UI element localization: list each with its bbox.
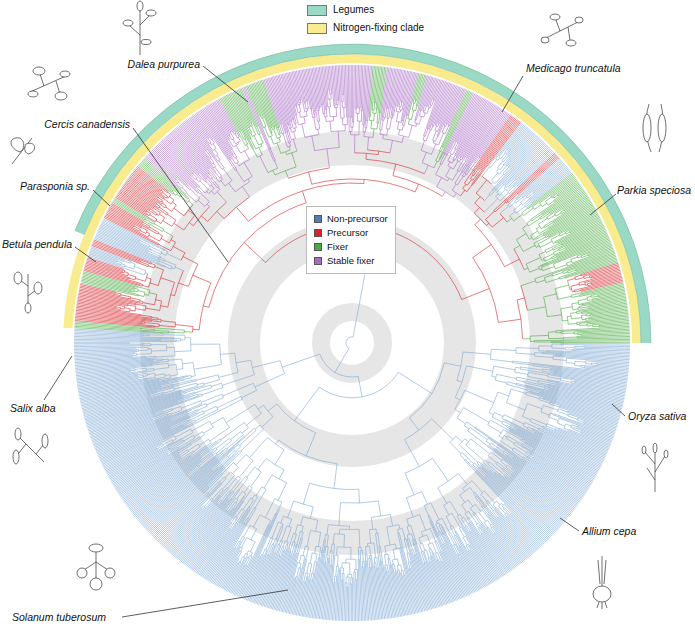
legend-entry: Legumes	[307, 3, 374, 16]
legend-text: Precursor	[327, 227, 368, 238]
species-label: Cercis canadensis	[44, 118, 130, 130]
leader-line	[612, 404, 625, 416]
band-outline	[75, 44, 651, 343]
legend-entry: Nitrogen-fixing clade	[307, 21, 424, 34]
legend-swatch	[307, 5, 327, 16]
species-label: Salix alba	[10, 402, 56, 414]
legend-text: Stable fixer	[327, 255, 375, 266]
tree-branches	[74, 66, 630, 343]
nitrogen-band	[68, 59, 637, 343]
species-label: Dalea purpurea	[128, 58, 200, 70]
legend-text: Nitrogen-fixing clade	[333, 22, 424, 33]
leader-line	[44, 356, 72, 400]
plant-sketch	[643, 104, 666, 152]
plant-sketch	[541, 14, 583, 46]
legend-text: Non-precursor	[327, 213, 388, 224]
leader-line	[75, 247, 96, 262]
legend-text: Legumes	[333, 4, 374, 15]
leader-lines	[44, 66, 625, 617]
plant-sketch	[642, 443, 668, 492]
species-label: Parasponia sp.	[20, 180, 90, 192]
plant-sketch	[123, 1, 156, 55]
legend-swatch	[314, 243, 322, 251]
plant-sketch	[77, 544, 115, 590]
legend-entry: Precursor	[314, 226, 388, 240]
legend-entry: Fixer	[314, 240, 388, 254]
leader-line	[560, 518, 579, 531]
leader-line	[122, 590, 288, 617]
legend-entry: Non-precursor	[314, 212, 388, 226]
plant-sketch	[14, 272, 42, 313]
grey-ring	[321, 312, 383, 374]
plant-sketches	[11, 1, 668, 609]
legend-swatch	[314, 229, 322, 237]
legend-swatch	[314, 257, 322, 265]
species-label: Allium cepa	[582, 525, 636, 537]
plant-sketch	[28, 67, 70, 100]
tree-branches	[75, 115, 623, 339]
species-label: Oryza sativa	[628, 410, 686, 422]
legend-entry: Stable fixer	[314, 254, 388, 268]
legend-box: Non-precursorPrecursorFixerStable fixer	[306, 206, 396, 274]
species-label: Betula pendula	[2, 238, 72, 250]
plant-sketch	[13, 428, 48, 464]
leader-line	[502, 76, 523, 112]
leader-line	[590, 194, 616, 215]
plant-sketch	[593, 556, 611, 609]
species-label: Solanum tuberosum	[12, 611, 106, 623]
leader-line	[133, 128, 228, 262]
species-label: Parkia speciosa	[617, 184, 691, 196]
plant-sketch	[11, 138, 35, 164]
legend-text: Fixer	[327, 241, 348, 252]
legend-swatch	[307, 23, 327, 34]
species-label: Medicago truncatula	[526, 62, 621, 74]
leader-line	[93, 190, 110, 206]
legend-swatch	[314, 215, 322, 223]
tree-branches	[145, 65, 510, 207]
leader-line	[203, 66, 248, 102]
